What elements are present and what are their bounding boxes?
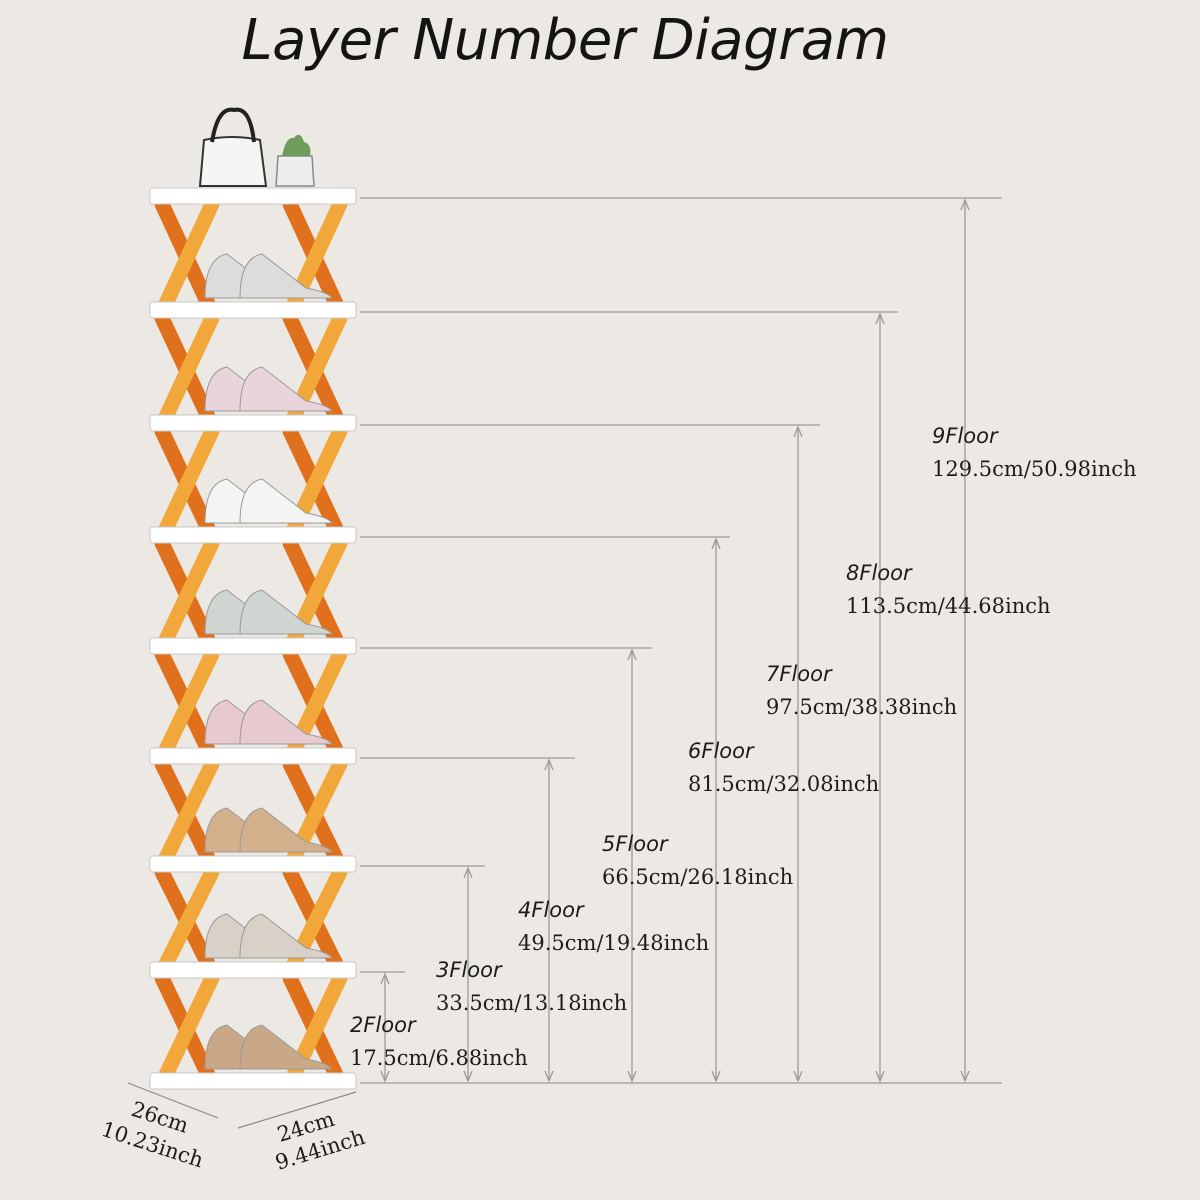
- dimension-3Floor: [360, 865, 485, 1083]
- shelf-board: [149, 961, 357, 979]
- floor-size-6: 81.5cm/32.08inch: [688, 772, 879, 796]
- dimension-5Floor: [360, 647, 652, 1083]
- shelf-board: [149, 526, 357, 544]
- shoe-pair: [204, 1024, 333, 1070]
- floor-name-5: 5Floor: [602, 832, 669, 856]
- shoe-pair: [204, 807, 333, 853]
- diagram-title: Layer Number Diagram: [241, 8, 889, 73]
- shelf-board: [149, 855, 357, 873]
- shoe-pair: [204, 366, 333, 412]
- floor-name-4: 4Floor: [518, 898, 585, 922]
- floor-name-9: 9Floor: [932, 424, 999, 448]
- shelf-board: [149, 187, 357, 205]
- dimension-7Floor: [360, 424, 820, 1083]
- depth-line: [127, 1082, 219, 1119]
- shelf-board: [149, 301, 357, 319]
- shoe-pair: [204, 478, 333, 524]
- bag-and-plant: [198, 107, 315, 187]
- depth-label: 26cm 10.23inch: [98, 1082, 219, 1172]
- floor-name-8: 8Floor: [846, 561, 913, 585]
- floor-size-2: 17.5cm/6.88inch: [350, 1046, 528, 1070]
- width-line: [237, 1091, 357, 1129]
- shoe-pair: [204, 589, 333, 635]
- dimension-8Floor: [360, 311, 898, 1083]
- shelf-board: [149, 637, 357, 655]
- floor-size-4: 49.5cm/19.48inch: [518, 931, 709, 955]
- dimension-6Floor: [360, 536, 730, 1083]
- height-dimension-lines: [360, 197, 1002, 1084]
- floor-name-3: 3Floor: [436, 958, 503, 982]
- shoe-rack-illustration: [149, 107, 357, 1090]
- dimension-2Floor: [360, 971, 405, 1083]
- dimension-9Floor: [360, 197, 1002, 1083]
- floor-name-6: 6Floor: [688, 739, 755, 763]
- x-brace: [154, 196, 348, 316]
- shelf-board: [149, 414, 357, 432]
- floor-name-7: 7Floor: [766, 662, 833, 686]
- floor-size-7: 97.5cm/38.38inch: [766, 695, 957, 719]
- floor-labels: 2Floor 17.5cm/6.88inch 3Floor 33.5cm/13.18i…: [350, 424, 1137, 1070]
- shoe-pair: [204, 253, 333, 299]
- shelf-board: [149, 1072, 357, 1090]
- floor-size-3: 33.5cm/13.18inch: [436, 991, 627, 1015]
- width-label: 24cm 9.44inch: [237, 1091, 368, 1175]
- floor-size-9: 129.5cm/50.98inch: [932, 457, 1137, 481]
- floor-name-2: 2Floor: [350, 1013, 417, 1037]
- shoe-pair: [204, 699, 333, 745]
- floor-size-8: 113.5cm/44.68inch: [846, 594, 1051, 618]
- floor-size-5: 66.5cm/26.18inch: [602, 865, 793, 889]
- dimension-4Floor: [360, 757, 575, 1083]
- shelf-board: [149, 747, 357, 765]
- shoe-pair: [204, 913, 333, 959]
